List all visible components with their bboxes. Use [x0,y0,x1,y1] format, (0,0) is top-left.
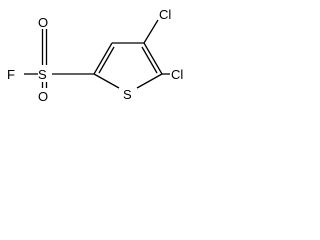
atom-label-f: F [7,67,15,82]
atom-label-o-bottom: O [38,89,48,104]
bonds [24,19,170,89]
atom-label-cl-upper: Cl [159,7,171,22]
bond-c5-s-ring [136,73,163,89]
bond-c2-c3-inner [98,46,115,74]
bond-c2-s-ring [93,73,120,89]
atom-label-s-sulfonyl: S [38,67,47,82]
bond-c4-c5-inner [141,46,158,74]
atom-labels: F S O O S Cl Cl [7,7,183,104]
bond-c4-c5 [143,42,163,75]
structure-diagram: F S O O S Cl Cl [7,7,183,104]
atom-label-o-top: O [38,15,48,30]
atom-label-cl-lower: Cl [171,67,183,82]
bond-c2-c3 [93,42,113,75]
atom-label-s-ring: S [123,87,132,102]
bond-c4-cl [143,19,159,44]
